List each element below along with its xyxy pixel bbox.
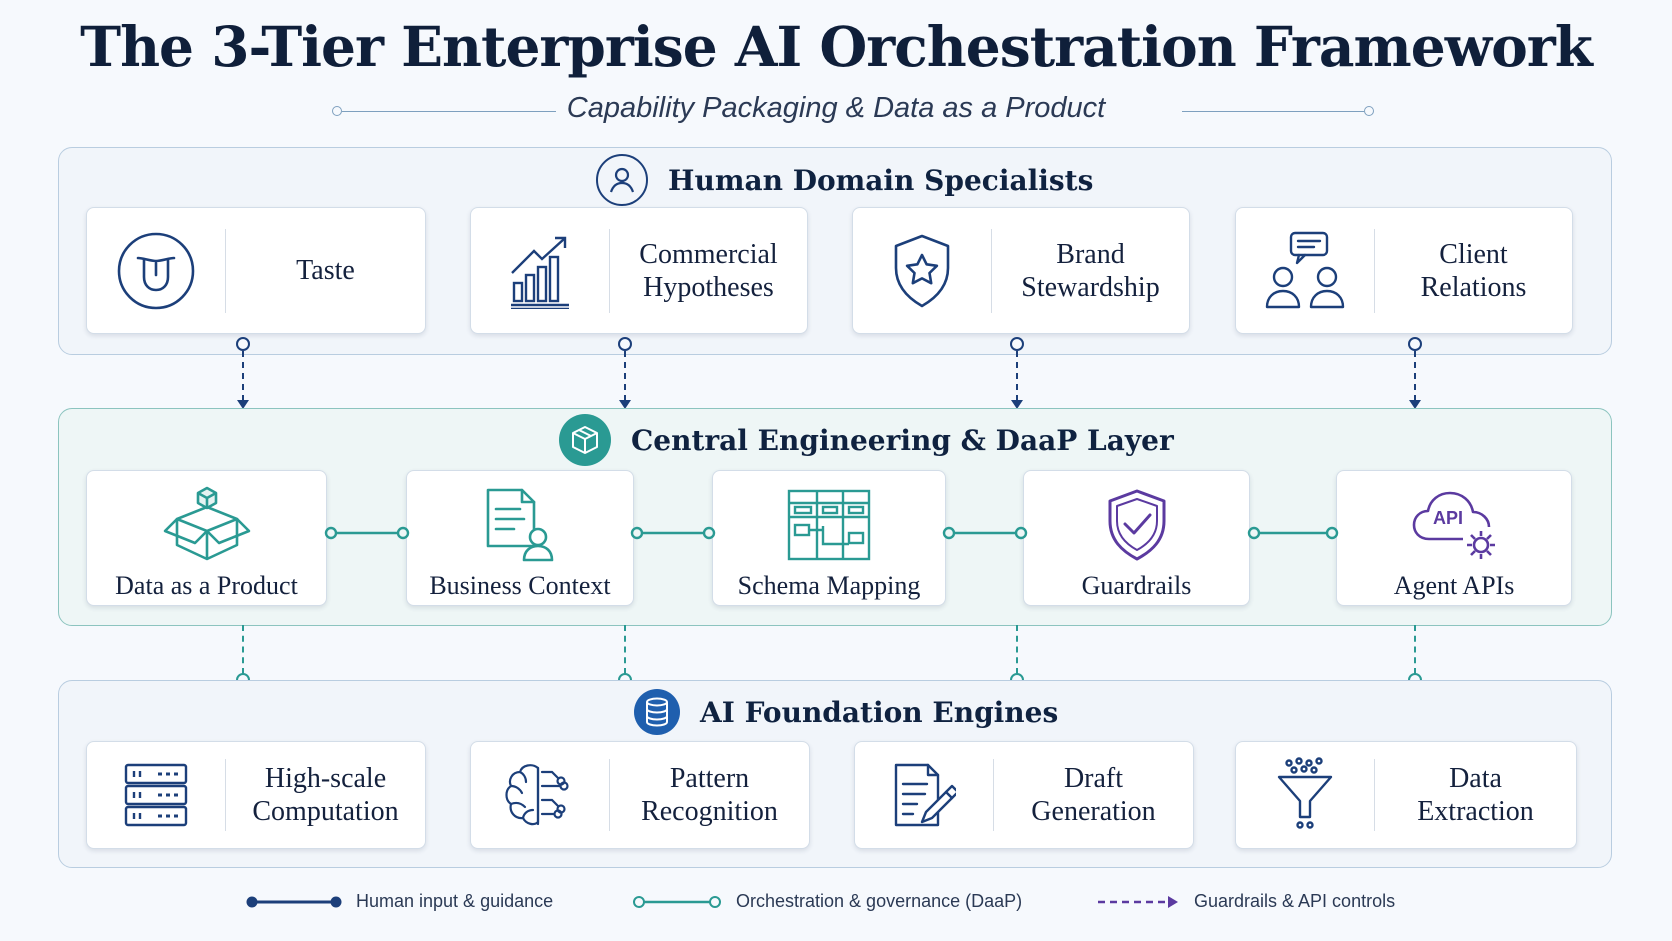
- card-guardrails[interactable]: Guardrails: [1023, 470, 1250, 606]
- card-label: Guardrails: [1081, 571, 1192, 600]
- card-divider: [609, 228, 610, 313]
- page-subtitle: Capability Packaging & Data as a Product: [566, 92, 1106, 124]
- connector-dot: [1408, 337, 1422, 351]
- card-divider: [609, 759, 610, 831]
- legend-dashed-purple-arrow-icon: [1098, 895, 1178, 908]
- tier-foundation-title: AI Foundation Engines: [700, 695, 1059, 729]
- connector-line: [624, 351, 626, 401]
- legend-label: Human input & guidance: [356, 891, 554, 911]
- connector-line: [242, 625, 244, 674]
- card-agent-apis[interactable]: API Agent APIs: [1336, 470, 1572, 606]
- database-icon: [634, 689, 680, 735]
- card-label: Data Extraction: [1417, 763, 1534, 827]
- card-data-extraction[interactable]: Data Extraction: [1235, 741, 1577, 849]
- people-chat-icon: [1236, 231, 1374, 311]
- connector-line: [1016, 625, 1018, 674]
- schema-grid-icon: [787, 481, 871, 569]
- subtitle-line-left-dot: [332, 106, 342, 116]
- card-label: Pattern Recognition: [641, 763, 778, 827]
- legend-human-input: Human input & guidance: [246, 891, 553, 912]
- page-title: The 3-Tier Enterprise AI Orchestration F…: [80, 14, 1593, 79]
- server-rack-icon: [87, 763, 225, 827]
- subtitle-line-left: [342, 111, 556, 112]
- card-taste[interactable]: Taste: [86, 207, 426, 334]
- legend-label: Orchestration & governance (DaaP): [736, 891, 1023, 911]
- tier-foundation-header: AI Foundation Engines: [634, 689, 1058, 735]
- card-label: Brand Stewardship: [1021, 238, 1160, 303]
- card-pattern-recognition[interactable]: Pattern Recognition: [470, 741, 810, 849]
- card-divider: [1374, 228, 1375, 313]
- subtitle-line-right: [1182, 111, 1364, 112]
- tier-engineering-title: Central Engineering & DaaP Layer: [631, 423, 1174, 457]
- card-label: Commercial Hypotheses: [639, 238, 778, 303]
- open-box-icon: [161, 481, 253, 569]
- legend-teal-line-icon: [633, 895, 721, 908]
- card-label: Business Context: [429, 571, 611, 600]
- tier-human-title: Human Domain Specialists: [668, 163, 1094, 197]
- card-divider: [1374, 759, 1375, 831]
- card-divider: [225, 759, 226, 831]
- growth-chart-icon: [471, 233, 609, 309]
- legend-label: Guardrails & API controls: [1194, 891, 1396, 911]
- connector-line: [624, 625, 626, 674]
- card-label: Taste: [296, 255, 355, 286]
- document-pen-icon: [855, 762, 993, 828]
- shield-star-icon: [853, 233, 991, 309]
- card-divider: [991, 228, 992, 313]
- card-label: Data as a Product: [115, 571, 298, 600]
- card-draft-generation[interactable]: Draft Generation: [854, 741, 1194, 849]
- legend-guardrails: Guardrails & API controls: [1096, 891, 1395, 912]
- card-high-scale-computation[interactable]: High-scale Computation: [86, 741, 426, 849]
- connector-line: [1016, 351, 1018, 401]
- funnel-icon: [1236, 757, 1374, 833]
- tongue-icon: [87, 231, 225, 311]
- connector-dot: [618, 337, 632, 351]
- tier-engineering-header: Central Engineering & DaaP Layer: [559, 414, 1174, 466]
- api-cloud-gear-icon: API: [1411, 481, 1497, 569]
- subtitle-line-right-dot: [1364, 106, 1374, 116]
- card-label: Client Relations: [1420, 238, 1527, 303]
- connector-line: [242, 351, 244, 401]
- shield-check-icon: [1105, 481, 1169, 569]
- card-brand-stewardship[interactable]: Brand Stewardship: [852, 207, 1190, 334]
- card-label: Draft Generation: [1031, 763, 1156, 827]
- card-label: Agent APIs: [1393, 571, 1515, 600]
- card-label: High-scale Computation: [252, 763, 399, 827]
- card-schema-mapping[interactable]: Schema Mapping: [712, 470, 946, 606]
- brain-circuit-icon: [471, 762, 609, 828]
- card-divider: [993, 759, 994, 831]
- connector-dot: [1010, 337, 1024, 351]
- connector-line: [1414, 351, 1416, 401]
- connector-line: [1414, 625, 1416, 674]
- api-icon-text: API: [1433, 508, 1464, 528]
- card-label: Schema Mapping: [737, 571, 921, 600]
- package-icon: [559, 414, 611, 466]
- user-circle-icon: [596, 154, 648, 206]
- document-user-icon: [484, 481, 556, 569]
- tier-human-header: Human Domain Specialists: [596, 154, 1093, 206]
- legend-orchestration: Orchestration & governance (DaaP): [632, 891, 1022, 912]
- card-client-relations[interactable]: Client Relations: [1235, 207, 1573, 334]
- card-data-as-a-product[interactable]: Data as a Product: [86, 470, 327, 606]
- card-commercial-hypotheses[interactable]: Commercial Hypotheses: [470, 207, 808, 334]
- legend-solid-navy-line-icon: [246, 896, 342, 907]
- connector-dot: [236, 337, 250, 351]
- card-divider: [225, 228, 226, 313]
